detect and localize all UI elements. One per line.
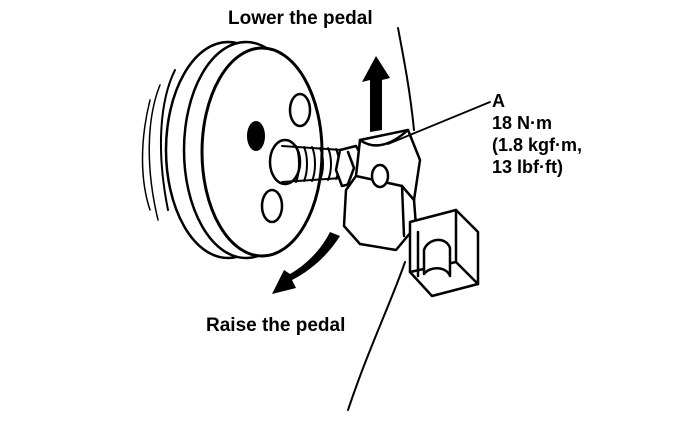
pedal-arm-lower: [347, 261, 406, 411]
lower-direction-arrow: [362, 56, 390, 132]
clevis: [342, 128, 422, 252]
master-cylinder-body: [141, 40, 324, 260]
torque-nm: 18 N·m: [492, 113, 553, 133]
torque-kgfm: (1.8 kgf·m,: [492, 135, 583, 155]
callout-letter: A: [492, 91, 505, 111]
callout-leader: [387, 101, 491, 145]
raise-direction-arrow: [272, 232, 340, 294]
lower-pedal-label: Lower the pedal: [228, 8, 373, 29]
callout-a: A 18 N·m (1.8 kgf·m, 13 lbf·ft): [492, 90, 582, 178]
pedal-arm: [397, 27, 415, 131]
torque-lbfft: 13 lbf·ft): [492, 157, 563, 177]
raise-pedal-label: Raise the pedal: [206, 315, 346, 336]
yoke-clip: [408, 208, 480, 298]
